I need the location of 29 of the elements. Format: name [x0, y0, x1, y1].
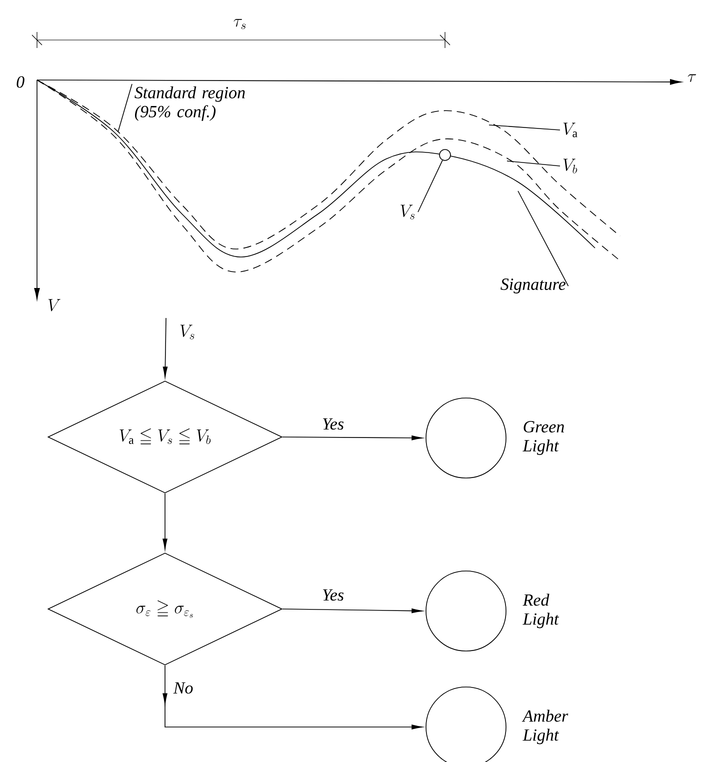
leader-line: [488, 124, 560, 130]
light-label: Amber Light: [522, 710, 568, 744]
light-label: Green Light: [522, 421, 564, 455]
edge-label: $V_{s}$: [178, 324, 196, 340]
point-marker: [439, 149, 451, 161]
light-label: Red Light: [522, 594, 560, 628]
leader-line: [418, 160, 443, 212]
arrow: [162, 318, 168, 378]
leader-line: [118, 84, 132, 132]
edge-label: Yes: [320, 588, 346, 602]
edge-label: No: [172, 681, 194, 695]
callout-text: $V_{b}$: [563, 158, 578, 174]
light-circle: [426, 570, 506, 652]
arrow: [282, 608, 423, 614]
leader-line: [518, 190, 569, 286]
axis-label: $V$: [48, 299, 60, 312]
edge-label: Yes: [320, 417, 346, 431]
arrow: [282, 436, 423, 440]
callout-text: Standard region (95% conf.): [134, 86, 245, 121]
arrow: [162, 665, 423, 730]
callout-text: $V_{\mathrm{a}}$: [563, 122, 578, 138]
axis-label: $\tau$: [688, 74, 696, 82]
light-circle: [426, 398, 506, 478]
callout-text: Signature: [500, 278, 566, 294]
arrow: [162, 493, 168, 550]
axis-label: 0: [16, 76, 24, 88]
callout-text: $V_{s}$: [400, 204, 415, 220]
dimension-label: $\tau_{s}$: [234, 18, 246, 30]
leader-line: [506, 160, 560, 166]
